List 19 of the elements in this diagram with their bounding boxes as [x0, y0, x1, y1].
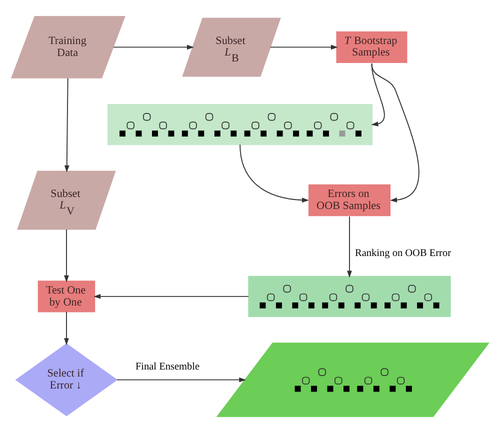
arrow	[64, 311, 69, 346]
node-box: Test One by One	[38, 280, 96, 312]
node-picture	[216, 342, 490, 417]
arrow	[270, 44, 338, 50]
node-picture	[108, 104, 373, 146]
arrow	[64, 78, 70, 172]
arrow	[94, 294, 250, 299]
edge-label: Final Ensemble	[135, 362, 200, 373]
arrow	[116, 377, 246, 382]
node-box: Errors on OOB Samples	[308, 184, 391, 216]
arrow	[240, 144, 310, 203]
edge-label: Ranking on OOB Error	[355, 248, 452, 259]
arrow	[113, 44, 194, 50]
node-diamond: Select if Error ↓	[15, 343, 118, 416]
arrow	[371, 62, 420, 202]
node-picture	[248, 276, 451, 317]
arrow	[347, 216, 352, 278]
arrow	[64, 228, 69, 282]
node-box: T Bootstrap Samples	[336, 31, 408, 64]
